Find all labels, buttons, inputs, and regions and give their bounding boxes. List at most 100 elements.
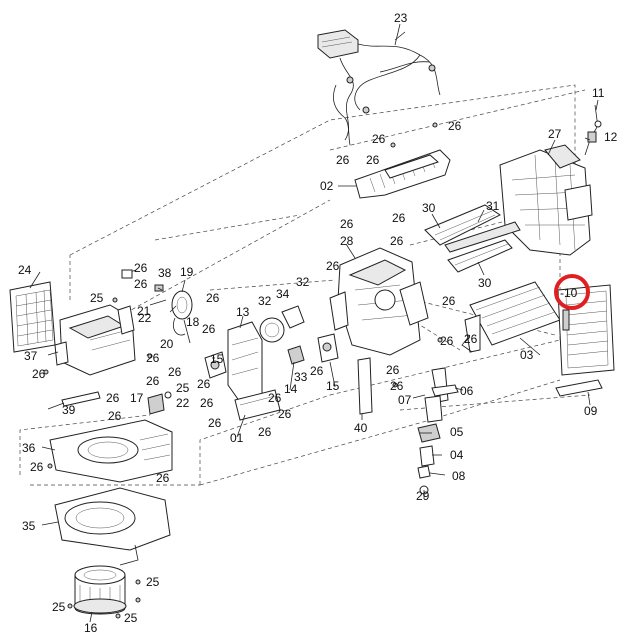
part-03-evaporator: [461, 281, 561, 353]
callout-labels: 23 26 26 26 26 02 27 11 12 30 31 30 26 2…: [18, 11, 618, 635]
callout-26: 26: [146, 374, 160, 388]
callout-32: 32: [258, 294, 272, 308]
callout-26: 26: [268, 391, 282, 405]
callout-20: 20: [160, 337, 174, 351]
callout-26: 26: [390, 379, 404, 393]
callout-32: 32: [296, 275, 310, 289]
highlight-circle: [554, 274, 590, 310]
callout-21: 21: [137, 304, 151, 318]
part-24-filter: [9, 281, 56, 353]
callout-26: 26: [134, 261, 148, 275]
callout-02: 02: [320, 179, 334, 193]
callout-34: 34: [276, 287, 290, 301]
callout-26: 26: [390, 234, 404, 248]
leader-lines: [29, 23, 599, 623]
callout-36: 36: [22, 441, 36, 455]
callout-25: 25: [52, 600, 66, 614]
callout-16: 16: [84, 621, 98, 635]
callout-26: 26: [386, 363, 400, 377]
callout-11: 11: [592, 86, 605, 100]
callout-26: 26: [392, 211, 406, 225]
callout-12: 12: [604, 130, 618, 144]
callout-26: 26: [30, 460, 44, 474]
part-blower-case: [54, 304, 136, 376]
part-36-lower-case: [49, 419, 173, 483]
callout-37: 37: [24, 349, 38, 363]
callout-28: 28: [340, 234, 354, 248]
callout-26: 26: [366, 153, 380, 167]
callout-33: 33: [294, 370, 308, 384]
part-38-small: [121, 269, 164, 292]
callout-26: 26: [108, 409, 122, 423]
part-05-04-actuators: [417, 423, 441, 495]
callout-07: 07: [398, 393, 412, 407]
callout-38: 38: [158, 266, 172, 280]
callout-06: 06: [460, 384, 474, 398]
callout-26: 26: [156, 471, 170, 485]
callout-29: 29: [416, 489, 430, 503]
part-32-motor: [259, 305, 305, 365]
screw-markers: [43, 122, 443, 619]
callout-05: 05: [450, 425, 464, 439]
part-13-door: [227, 321, 281, 421]
callout-26: 26: [310, 364, 324, 378]
callout-26: 26: [278, 407, 292, 421]
highlighted-callout-10: -10: [554, 274, 590, 310]
part-06-07-linkage: [424, 367, 459, 423]
callout-08: 08: [452, 469, 466, 483]
callout-26: 26: [206, 291, 220, 305]
callout-26: 26: [106, 391, 120, 405]
callout-26: 26: [442, 294, 456, 308]
callout-26: 26: [32, 367, 46, 381]
callout-15: 15: [210, 352, 224, 366]
callout-22: 22: [138, 311, 152, 325]
callout-25: 25: [124, 611, 138, 625]
part-17-22-clip: [147, 391, 172, 415]
callout-25: 25: [90, 291, 104, 305]
part-19-20-sensor: [149, 290, 193, 336]
callout-04: 04: [450, 448, 464, 462]
callout-35: 35: [22, 519, 36, 533]
callout-09: 09: [584, 404, 598, 418]
callout-19: 19: [180, 265, 194, 279]
callout-01: 01: [230, 431, 244, 445]
callout-26: 26: [448, 119, 462, 133]
part-23-harness: [317, 29, 441, 146]
callout-10: -10: [560, 286, 578, 300]
callout-26: 26: [134, 277, 148, 291]
callout-25: 25: [146, 575, 160, 589]
callout-26: 26: [146, 351, 160, 365]
part-15-33-actuators: [204, 333, 339, 379]
callout-26: 26: [372, 132, 386, 146]
callout-40: 40: [354, 421, 368, 435]
callout-14: 14: [284, 382, 298, 396]
callout-17: 17: [130, 391, 144, 405]
callout-27: 27: [548, 127, 562, 141]
callout-39: 39: [62, 403, 76, 417]
callout-26: 26: [440, 334, 454, 348]
part-28-center-housing: [329, 247, 429, 356]
part-39-strip: [61, 391, 101, 407]
callout-26: 26: [258, 425, 272, 439]
callout-25: 25: [176, 381, 190, 395]
callout-31: 31: [486, 199, 500, 213]
callout-26: 26: [340, 217, 354, 231]
part-16-motor: [73, 565, 127, 615]
callout-15: 15: [326, 379, 340, 393]
callout-24: 24: [18, 263, 32, 277]
callout-23: 23: [394, 11, 408, 25]
part-35-scroll: [54, 487, 171, 566]
callout-30: 30: [478, 276, 492, 290]
callout-26: 26: [208, 416, 222, 430]
callout-13: 13: [236, 305, 250, 319]
part-27-housing: [499, 144, 593, 256]
callout-26: 26: [336, 153, 350, 167]
callout-18: 18: [186, 315, 200, 329]
callout-22: 22: [176, 396, 190, 410]
callout-30: 30: [422, 201, 436, 215]
part-11-12-sensor: [584, 104, 602, 156]
callout-26: 26: [326, 259, 340, 273]
callout-26: 26: [464, 332, 478, 346]
